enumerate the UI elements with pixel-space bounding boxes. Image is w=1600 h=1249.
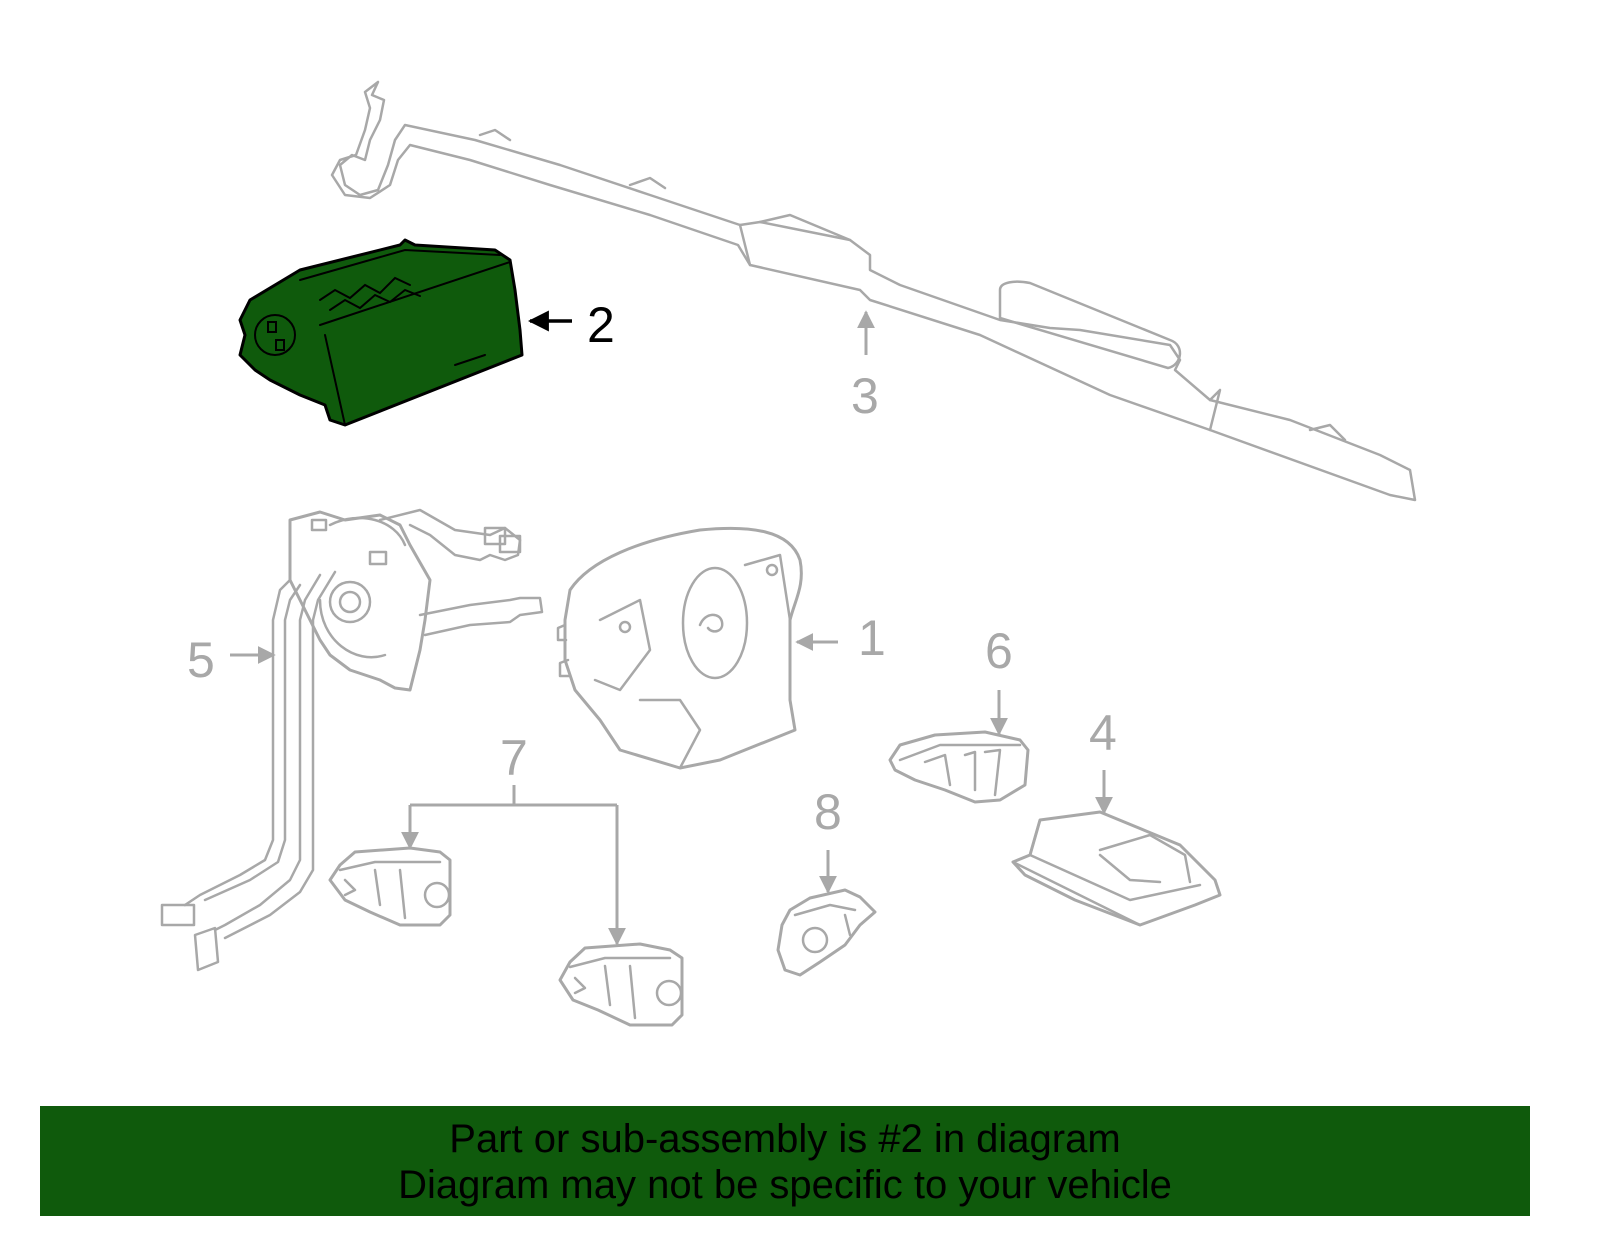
callout-4: 4: [1089, 705, 1117, 761]
part-6-sensor[interactable]: [888, 730, 1030, 804]
callout-6: 6: [985, 623, 1013, 679]
info-banner: Part or sub-assembly is #2 in diagram Di…: [40, 1106, 1530, 1216]
callout-2: 2: [587, 297, 615, 353]
part-5-clock-spring[interactable]: [160, 508, 544, 972]
part-7-sensor-b[interactable]: [558, 942, 684, 1027]
part-3-airbag-harness[interactable]: [330, 80, 1417, 502]
part-4-control-module[interactable]: [1011, 810, 1222, 927]
callout-5: 5: [187, 632, 215, 688]
part-1-driver-airbag[interactable]: [556, 526, 803, 770]
leader-7-trunk: [410, 785, 617, 807]
part-2-passenger-airbag[interactable]: [238, 238, 524, 427]
callout-1: 1: [858, 610, 886, 666]
callout-3: 3: [851, 368, 879, 424]
part-8-sensor[interactable]: [776, 888, 877, 977]
part-7-sensor-a[interactable]: [328, 846, 452, 927]
banner-line-1: Part or sub-assembly is #2 in diagram: [449, 1117, 1121, 1161]
callout-7: 7: [500, 730, 528, 786]
callout-8: 8: [814, 784, 842, 840]
banner-line-2: Diagram may not be specific to your vehi…: [398, 1163, 1172, 1207]
